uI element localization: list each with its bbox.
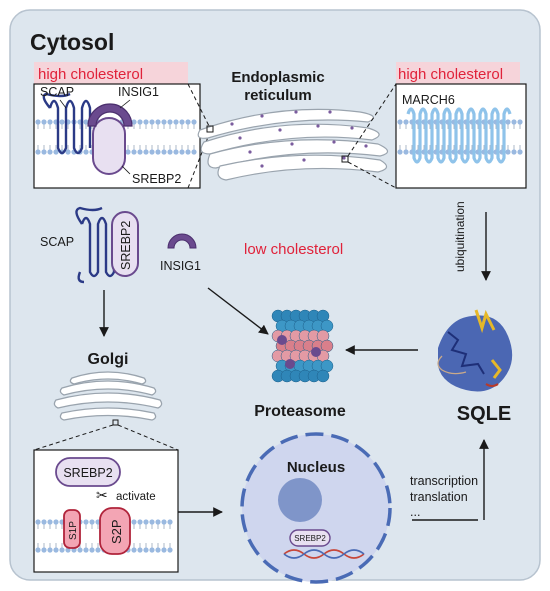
arrow-insig1-to-proteasome — [207, 287, 269, 335]
high-cholesterol-left-label: high cholesterol — [38, 66, 143, 83]
scap-loop-high — [42, 92, 71, 109]
insig1-label-high: INSIG1 — [118, 85, 159, 99]
srebp2-oval-nucleus — [289, 529, 331, 547]
insig1-cap-high — [87, 103, 133, 127]
insig1-cap-low — [167, 233, 197, 249]
scap-complex-high — [42, 92, 133, 175]
s2p-label: S2P — [109, 519, 124, 544]
march6-label: MARCH6 — [402, 93, 455, 107]
low-cholesterol-label: low cholesterol — [244, 241, 343, 258]
sqle-structure — [437, 309, 513, 392]
s1p-label: S1P — [68, 521, 79, 540]
high-cholesterol-right-highlight — [396, 62, 520, 84]
golgi-apparatus — [53, 371, 163, 421]
scissors-icon: ✂ — [96, 487, 108, 503]
er-label-line2: reticulum — [244, 87, 312, 104]
nucleolus — [278, 478, 322, 522]
srebp2-label-low: SREBP2 — [119, 221, 133, 270]
transcription-label: transcription — [410, 474, 478, 488]
s1p-protease — [63, 509, 81, 549]
scap-srebp2-complex-low — [75, 206, 139, 284]
srebp2-label-high: SREBP2 — [132, 172, 181, 186]
golgi-label: Golgi — [88, 351, 129, 368]
proteasome-label: Proteasome — [254, 403, 346, 420]
er-ribosomes — [230, 110, 368, 168]
membrane-right — [397, 119, 523, 155]
insig1-label-low: INSIG1 — [160, 259, 201, 273]
scap-label-low: SCAP — [40, 235, 74, 249]
dna-helix — [283, 549, 365, 559]
srebp2-label-nucleus: SREBP2 — [294, 534, 326, 543]
endoplasmic-reticulum — [197, 108, 389, 181]
srebp2-oval-golgi — [55, 457, 121, 487]
ellipsis-label: ... — [410, 505, 420, 519]
ubiquitination-label: ubiquitination — [453, 201, 467, 272]
activate-label: activate — [116, 491, 156, 503]
sqle-label: SQLE — [457, 403, 511, 425]
scap-helices-high — [48, 99, 92, 155]
er-label-line1: Endoplasmic — [231, 69, 324, 86]
cytosol-title: Cytosol — [30, 29, 114, 55]
high-cholesterol-right-label: high cholesterol — [398, 66, 503, 83]
srebp2-oval-high — [92, 117, 126, 175]
high-cholesterol-left-highlight — [34, 62, 188, 84]
march6-helices — [406, 107, 512, 164]
translation-label: translation — [410, 490, 468, 504]
proteasome — [271, 309, 334, 383]
nucleus-label: Nucleus — [287, 459, 345, 476]
s2p-protease — [99, 507, 131, 555]
srebp2-label-golgi: SREBP2 — [63, 466, 112, 480]
scap-label-high: SCAP — [40, 85, 74, 99]
